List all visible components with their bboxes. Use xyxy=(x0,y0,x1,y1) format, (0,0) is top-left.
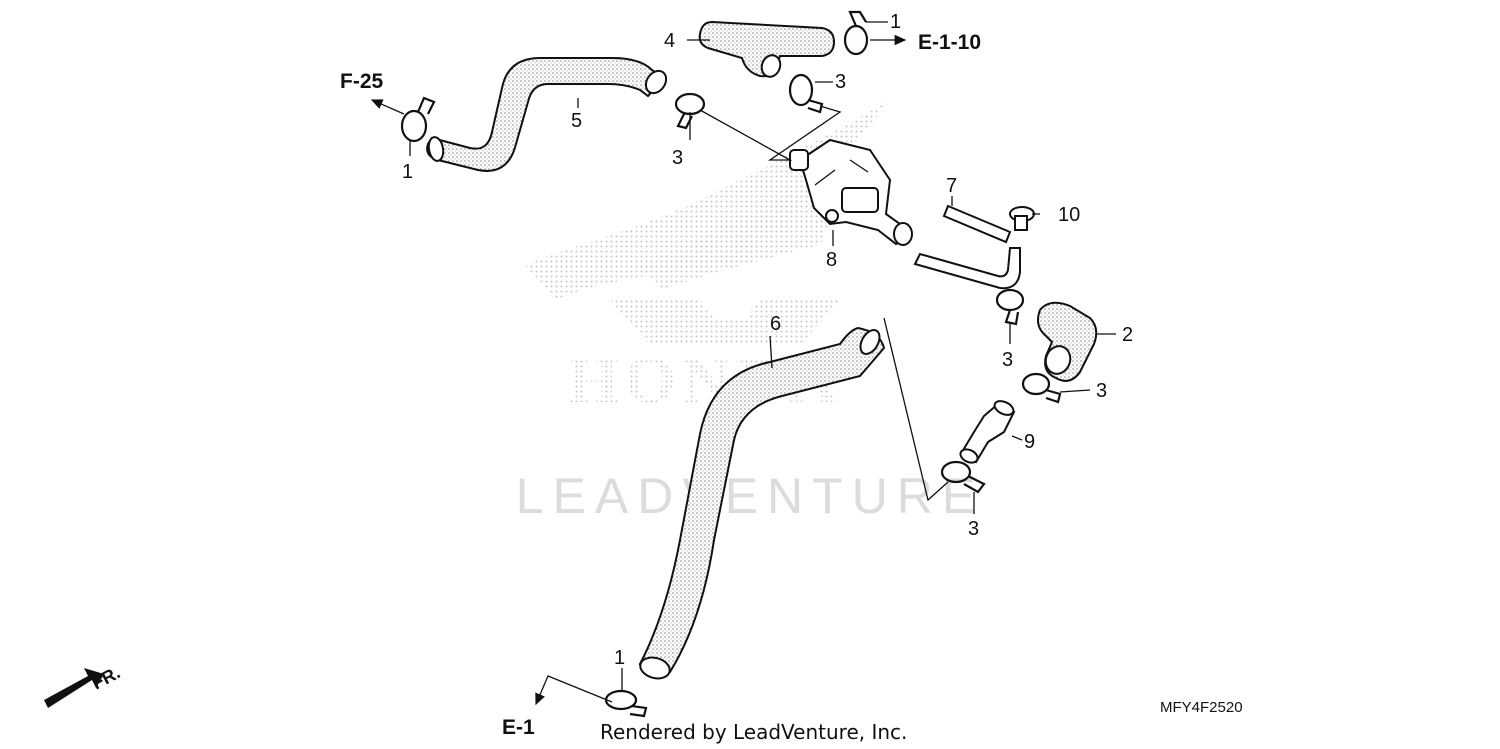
callout-3-b: 3 xyxy=(672,147,683,169)
hose-4[interactable] xyxy=(698,20,836,78)
tube-7[interactable] xyxy=(913,247,1021,290)
callout-8: 8 xyxy=(826,249,837,271)
callout-1-left: 1 xyxy=(402,161,413,183)
clamp-3-c[interactable] xyxy=(995,288,1025,326)
callout-3-c: 3 xyxy=(1002,349,1013,371)
callout-10: 10 xyxy=(1058,204,1080,226)
watermark-text: LEADVENTURE xyxy=(516,468,985,524)
clamp-3-d[interactable] xyxy=(1021,372,1062,404)
clamp-3-a[interactable] xyxy=(788,73,824,114)
front-label: FR. xyxy=(88,662,123,693)
clamp-1-top[interactable] xyxy=(843,10,869,56)
clamp-3-e[interactable] xyxy=(940,460,986,494)
callout-3-d: 3 xyxy=(1096,380,1107,402)
air-injection-valve-8[interactable] xyxy=(789,138,913,246)
screw-10[interactable] xyxy=(1009,206,1035,231)
joint-9[interactable] xyxy=(958,398,1016,465)
callout-7: 7 xyxy=(946,175,957,197)
clamp-1-bottom[interactable] xyxy=(604,689,648,718)
callout-5: 5 xyxy=(571,110,582,132)
diagram-code: MFY4F2520 xyxy=(1160,699,1243,716)
credit-text: Rendered by LeadVenture, Inc. xyxy=(600,720,907,744)
callout-4: 4 xyxy=(664,30,675,52)
callout-1-bottom: 1 xyxy=(614,647,625,669)
hose-5[interactable] xyxy=(426,57,666,172)
callout-2: 2 xyxy=(1122,324,1133,346)
callout-1-top: 1 xyxy=(890,11,901,33)
ref-e-1-10[interactable]: E-1-10 xyxy=(918,31,981,54)
ref-e-1[interactable]: E-1 xyxy=(502,716,535,739)
callout-9: 9 xyxy=(1024,431,1035,453)
ref-f-25[interactable]: F-25 xyxy=(340,70,384,93)
callout-6: 6 xyxy=(770,313,781,335)
callout-3-a: 3 xyxy=(835,71,846,93)
front-arrow-icon xyxy=(44,668,104,708)
clamp-1-left[interactable] xyxy=(400,96,436,143)
callout-3-e: 3 xyxy=(968,518,979,540)
